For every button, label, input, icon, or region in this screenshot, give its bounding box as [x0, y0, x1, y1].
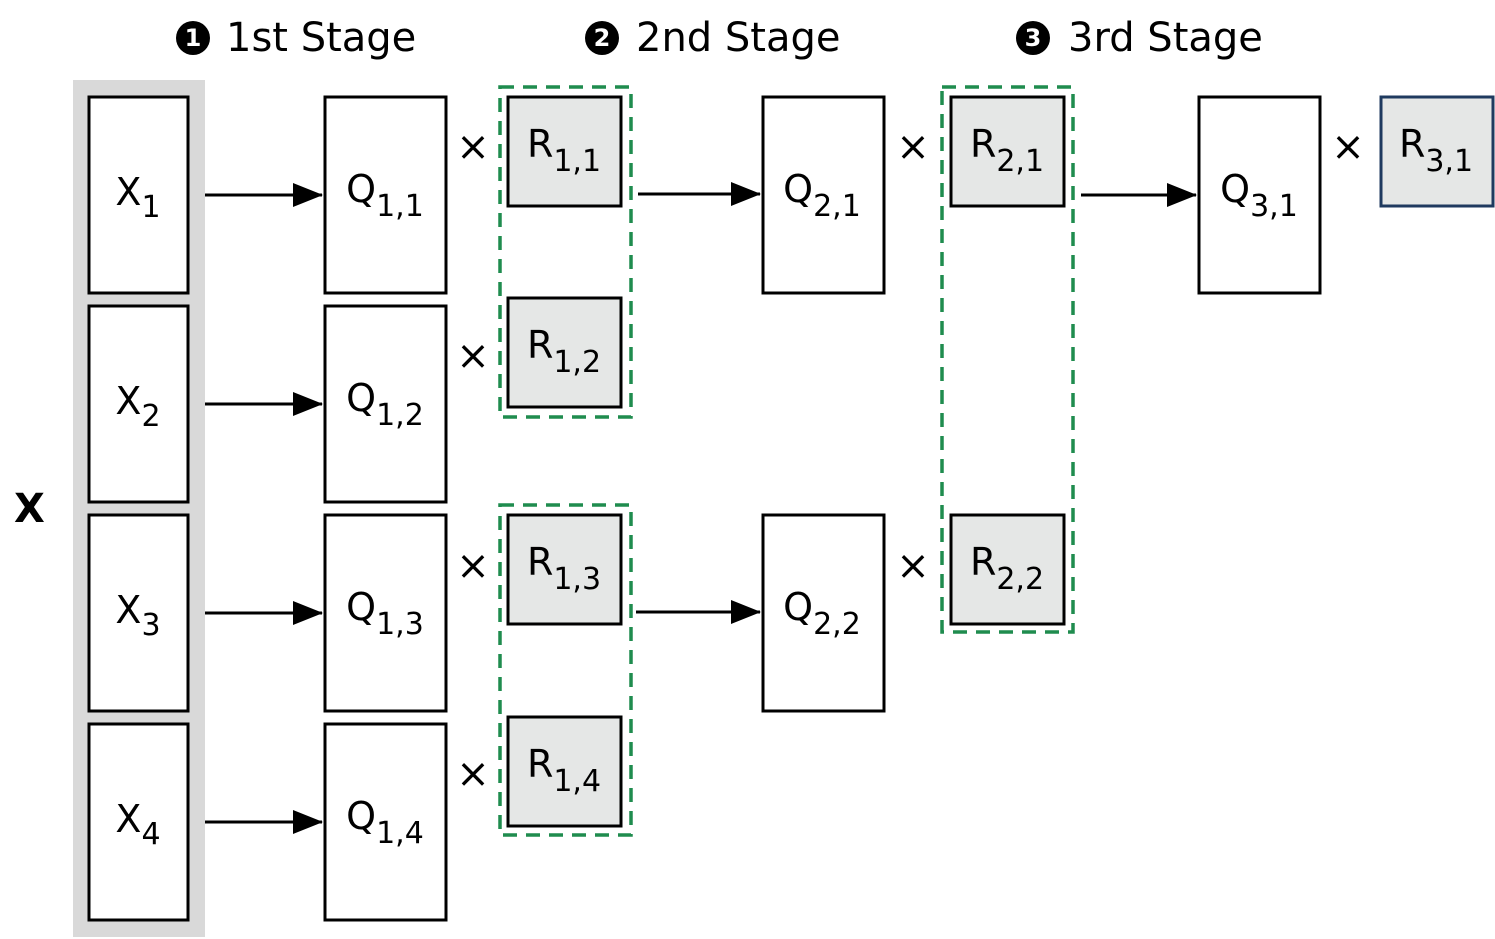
q-block-1-2: Q1,2 [323, 304, 448, 504]
r-block-1-1: R1,1 [506, 95, 623, 208]
r-block-label-1-1: R1,1 [527, 122, 601, 179]
stage-badge-number-2: 2 [594, 24, 611, 52]
r-group-2 [940, 85, 1075, 634]
r-block-label-2-2: R2,2 [970, 540, 1044, 597]
r-block-1-4: R1,4 [506, 715, 623, 828]
q-block-2-1: Q2,1 [761, 95, 886, 295]
x-block-label-1: X1 [115, 170, 160, 225]
q-block-label-1-4: Q1,4 [346, 794, 424, 851]
x-block-2: X2 [87, 304, 190, 504]
times-symbol-2-1: × [896, 124, 930, 170]
stage-title-3: 3 3rd Stage [1016, 15, 1263, 61]
x-block-label-3: X3 [115, 588, 160, 643]
stage-badge-3 [1016, 21, 1050, 55]
times-symbol-1-1: × [456, 124, 490, 170]
times-symbol-2-2: × [896, 543, 930, 589]
r-block-label-1-3: R1,3 [527, 540, 601, 597]
times-symbol-1-3: × [456, 543, 490, 589]
x-block-label-4: X4 [115, 797, 160, 852]
q-block-1-3: Q1,3 [323, 513, 448, 713]
q-block-1-4: Q1,4 [323, 722, 448, 922]
q-block-label-2-2: Q2,2 [783, 585, 861, 642]
stage-title-2: 2 2nd Stage [585, 15, 841, 61]
q-block-label-1-2: Q1,2 [346, 376, 424, 433]
matrix-x-label: X [14, 486, 45, 532]
r-block-2-2: R2,2 [949, 513, 1066, 626]
x-block-1: X1 [87, 95, 190, 295]
q-block-label-1-1: Q1,1 [346, 167, 424, 224]
times-symbol-3-1: × [1331, 124, 1365, 170]
q-block-3-1: Q3,1 [1197, 95, 1322, 295]
stage-badge-2 [585, 21, 619, 55]
r-block-3-1: R3,1 [1379, 95, 1495, 208]
r-block-label-1-2: R1,2 [527, 323, 601, 380]
x-block-3: X3 [87, 513, 190, 713]
stage-label-3: 3rd Stage [1068, 15, 1263, 61]
times-symbol-1-2: × [456, 333, 490, 379]
stage-badge-number-3: 3 [1025, 24, 1042, 52]
r-block-label-1-4: R1,4 [527, 742, 601, 799]
times-symbol-1-4: × [456, 751, 490, 797]
x-block-4: X4 [87, 722, 190, 922]
r-block-1-3: R1,3 [506, 513, 623, 626]
stage-title-1: 1 1st Stage [176, 15, 416, 61]
r-block-label-3-1: R3,1 [1399, 122, 1473, 179]
stage-label-2: 2nd Stage [636, 15, 841, 61]
r-block-label-2-1: R2,1 [970, 122, 1044, 179]
stage-badge-1 [176, 21, 210, 55]
q-block-label-3-1: Q3,1 [1220, 167, 1298, 224]
stage-label-1: 1st Stage [226, 15, 416, 61]
r-block-1-2: R1,2 [506, 296, 623, 409]
stage-badge-number-1: 1 [185, 24, 202, 52]
q-block-2-2: Q2,2 [761, 513, 886, 713]
q-block-label-1-3: Q1,3 [346, 585, 424, 642]
r-block-2-1: R2,1 [949, 95, 1066, 208]
x-block-label-2: X2 [115, 379, 160, 434]
q-block-label-2-1: Q2,1 [783, 167, 861, 224]
q-block-1-1: Q1,1 [323, 95, 448, 295]
